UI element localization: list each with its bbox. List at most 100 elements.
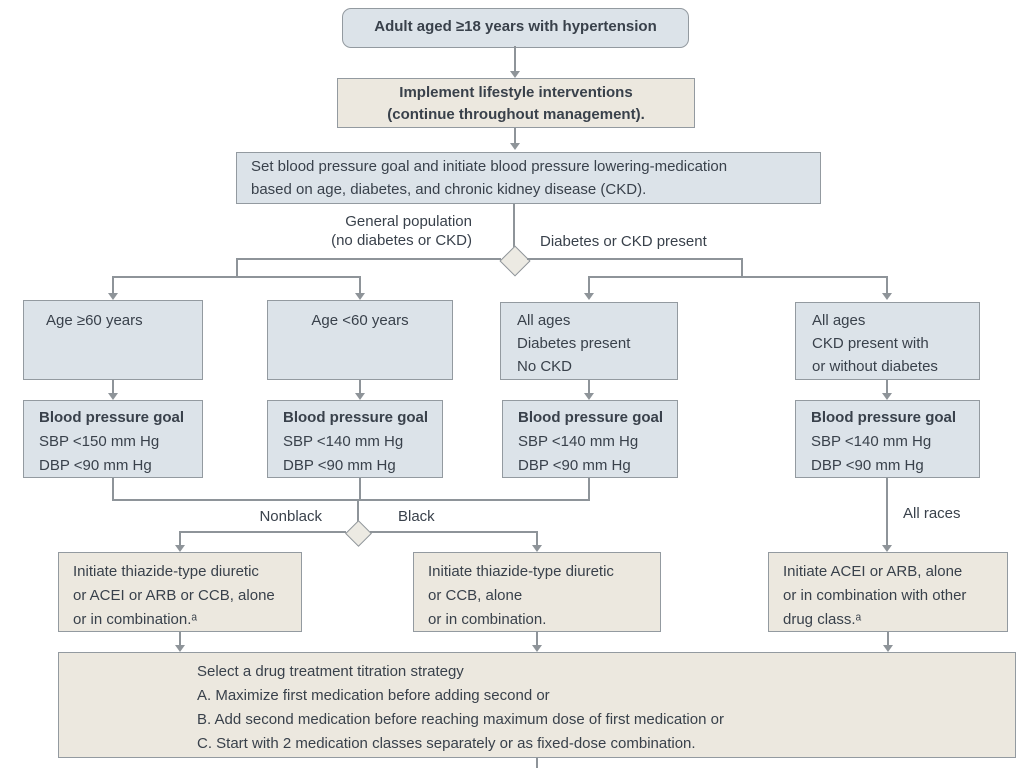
connector-branch-right-drop [741,258,743,277]
edge-label-general-population: General population (no diabetes or CKD) [331,212,472,250]
node-ckd-present: All ages CKD present with or without dia… [795,302,980,380]
arrowhead [355,393,365,400]
node-ckd-line2: CKD present with [812,335,929,352]
node-diabetes-no-ckd: All ages Diabetes present No CKD [500,302,678,380]
bp-goal-1-dbp: DBP <90 mm Hg [39,457,152,474]
connector-ckd-bp4 [886,380,888,394]
bp-goal-3-title: Blood pressure goal [518,409,664,426]
connector-txnonblack-titration [179,632,181,646]
arrowhead [355,293,365,300]
node-diabetes-line3: No CKD [517,358,573,375]
connector-goal-decision1 [513,204,515,247]
connector-branch-left-split [112,276,360,278]
node-ckd-line1: All ages [812,312,866,329]
connector-allraces-drop [886,478,888,546]
tx-black-line2: or CCB, alone [428,587,523,604]
connector-txblack-titration [536,632,538,646]
edge-label-diabetes-ckd: Diabetes or CKD present [540,233,707,250]
titration-title: Select a drug treatment titration strate… [197,663,464,680]
connector-titration-continue [536,758,538,768]
node-age-under-60-text: Age <60 years [311,312,409,329]
connector-lifestyle-goal [514,128,516,144]
connector-branch-right [527,258,743,260]
bp-goal-4-title: Blood pressure goal [811,409,957,426]
node-age-60-plus-text: Age ≥60 years [46,312,143,329]
node-tx-ckd: Initiate ACEI or ARB, alone or in combin… [768,552,1008,632]
node-diabetes-line1: All ages [517,312,571,329]
decision-diamond-race [345,520,372,547]
tx-nonblack-line1: Initiate thiazide-type diuretic [73,563,259,580]
connector-to-age60plus [112,276,114,293]
arrowhead [882,293,892,300]
bp-goal-4-sbp: SBP <140 mm Hg [811,433,932,450]
arrowhead [510,143,520,150]
node-set-goal: Set blood pressure goal and initiate blo… [236,152,821,204]
bp-goal-2-title: Blood pressure goal [283,409,429,426]
arrowhead [510,71,520,78]
edge-label-all-races: All races [903,505,961,522]
bp-goal-1-sbp: SBP <150 mm Hg [39,433,160,450]
tx-ckd-line3: drug class.ᵃ [783,611,862,628]
arrowhead [108,293,118,300]
node-bp-goal-1: Blood pressure goal SBP <150 mm Hg DBP <… [23,400,203,478]
connector-diabetes-bp3 [588,380,590,394]
node-titration-strategy: Select a drug treatment titration strate… [58,652,1016,758]
connector-to-diabetes [588,276,590,293]
connector-bp3-merge [588,478,590,501]
bp-goal-1-title: Blood pressure goal [39,409,185,426]
node-tx-nonblack: Initiate thiazide-type diuretic or ACEI … [58,552,302,632]
arrowhead [882,393,892,400]
connector-branch-right-split [588,276,888,278]
bp-goal-4-dbp: DBP <90 mm Hg [811,457,924,474]
connector-to-ckd [886,276,888,293]
node-ckd-line3: or without diabetes [812,358,938,375]
connector-black [370,531,537,533]
node-diabetes-line2: Diabetes present [517,335,631,352]
connector-merge-decision2 [357,499,359,522]
connector-age60plus-bp1 [112,380,114,394]
edge-label-black: Black [398,508,435,525]
tx-ckd-line1: Initiate ACEI or ARB, alone [783,563,963,580]
connector-nonblack-drop [179,531,181,546]
connector-branch-left [237,258,501,260]
arrowhead [175,645,185,652]
node-start-text: Adult aged ≥18 years with hypertension [374,18,657,35]
arrowhead [532,545,542,552]
node-set-goal-line2: based on age, diabetes, and chronic kidn… [251,181,647,198]
connector-to-age60minus [359,276,361,293]
node-lifestyle-line1: Implement lifestyle interventions [399,84,633,101]
arrowhead [108,393,118,400]
connector-black-drop [536,531,538,546]
decision-diamond-population [499,245,531,277]
tx-black-line3: or in combination. [428,611,547,628]
titration-option-c: C. Start with 2 medication classes separ… [197,735,696,752]
connector-bp2-merge [359,478,361,501]
node-start: Adult aged ≥18 years with hypertension [342,8,689,48]
node-tx-black: Initiate thiazide-type diuretic or CCB, … [413,552,661,632]
edge-label-nonblack: Nonblack [259,508,322,525]
tx-nonblack-line3: or in combination.ᵃ [73,611,197,628]
arrowhead [175,545,185,552]
connector-txckd-titration [887,632,889,646]
arrowhead [584,393,594,400]
node-set-goal-line1: Set blood pressure goal and initiate blo… [251,158,728,175]
node-lifestyle: Implement lifestyle interventions (conti… [337,78,695,128]
node-age-60-plus: Age ≥60 years [23,300,203,380]
bp-goal-3-sbp: SBP <140 mm Hg [518,433,639,450]
node-bp-goal-4: Blood pressure goal SBP <140 mm Hg DBP <… [795,400,980,478]
node-age-under-60: Age <60 years [267,300,453,380]
arrowhead [883,645,893,652]
node-bp-goal-2: Blood pressure goal SBP <140 mm Hg DBP <… [267,400,443,478]
node-bp-goal-3: Blood pressure goal SBP <140 mm Hg DBP <… [502,400,678,478]
connector-bp1-merge [112,478,114,501]
edge-label-general-population-line1: General population [345,213,472,230]
connector-age60minus-bp2 [359,380,361,394]
edge-label-general-population-line2: (no diabetes or CKD) [331,232,472,249]
connector-nonblack [180,531,346,533]
tx-black-line1: Initiate thiazide-type diuretic [428,563,614,580]
titration-option-a: A. Maximize first medication before addi… [197,687,550,704]
titration-option-b: B. Add second medication before reaching… [197,711,724,728]
connector-start-lifestyle [514,46,516,72]
tx-nonblack-line2: or ACEI or ARB or CCB, alone [73,587,275,604]
